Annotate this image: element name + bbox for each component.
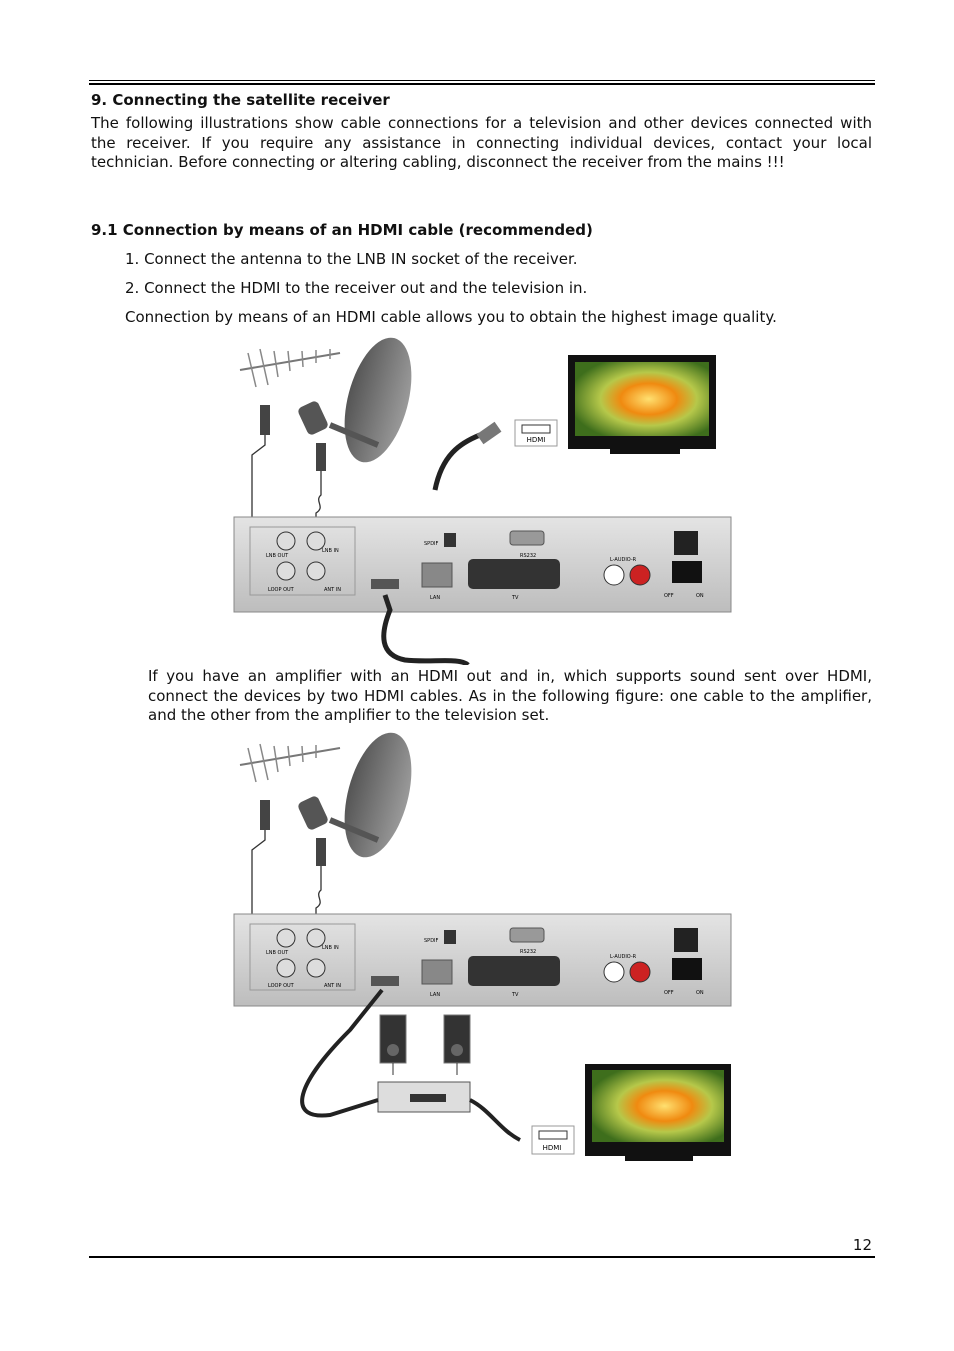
svg-text:LNB IN: LNB IN [322, 945, 339, 951]
amplifier-connection-figure: LNB OUT LNB IN LOOP OUT ANT IN SPDIF RS2… [233, 732, 732, 1161]
subsection-title: 9.1 Connection by means of an HDMI cable… [91, 221, 593, 239]
svg-text:LOOP OUT: LOOP OUT [268, 983, 295, 989]
svg-text:RS232: RS232 [520, 553, 536, 559]
svg-text:ON: ON [696, 593, 704, 599]
step-1: 1. Connect the antenna to the LNB IN soc… [125, 250, 578, 268]
amplifier-paragraph: If you have an amplifier with an HDMI ou… [148, 667, 872, 725]
hdmi-port-icon: HDMI [514, 419, 558, 447]
svg-text:L-AUDIO-R: L-AUDIO-R [610, 954, 637, 960]
svg-text:LAN: LAN [430, 992, 440, 998]
intro-paragraph: The following illustrations show cable c… [91, 114, 872, 172]
svg-text:OFF: OFF [664, 593, 674, 599]
television-icon [568, 355, 716, 454]
svg-text:ANT IN: ANT IN [324, 983, 341, 989]
hdmi-cable [300, 988, 384, 1118]
antenna-icon [239, 348, 341, 435]
amplifier-icon [377, 1063, 471, 1113]
speaker-icon [379, 1014, 471, 1064]
hdmi-cable [381, 594, 470, 665]
antenna-icon [239, 743, 341, 830]
svg-text:L-AUDIO-R: L-AUDIO-R [610, 557, 637, 563]
svg-text:SPDIF: SPDIF [424, 541, 439, 547]
header-rule [89, 80, 875, 85]
hdmi-plug-top [432, 421, 502, 491]
footer-rule [89, 1256, 875, 1258]
hdmi-label: HDMI [527, 436, 546, 444]
svg-text:LOOP OUT: LOOP OUT [268, 587, 295, 593]
receiver-back-panel: LNB OUT LNB IN LOOP OUT ANT IN SPDIF RS2… [233, 516, 732, 613]
receiver-back-panel: LNB OUT LNB IN LOOP OUT ANT IN SPDIF RS2… [233, 913, 732, 1007]
hdmi-note: Connection by means of an HDMI cable all… [125, 308, 777, 326]
svg-text:LNB OUT: LNB OUT [266, 950, 289, 956]
satellite-dish-icon [298, 337, 412, 471]
svg-text:LNB IN: LNB IN [322, 548, 339, 554]
hdmi-port-icon: HDMI [531, 1125, 575, 1155]
hdmi-cable [469, 1098, 521, 1142]
svg-text:RS232: RS232 [520, 949, 536, 955]
section-title: 9. Connecting the satellite receiver [91, 91, 390, 109]
satellite-dish-icon [298, 732, 412, 866]
svg-text:ON: ON [696, 990, 704, 996]
television-icon [585, 1064, 731, 1161]
step-2: 2. Connect the HDMI to the receiver out … [125, 279, 588, 297]
svg-text:TV: TV [511, 992, 519, 998]
page-number: 12 [852, 1236, 872, 1254]
svg-text:LNB OUT: LNB OUT [266, 553, 289, 559]
svg-text:HDMI: HDMI [543, 1144, 562, 1152]
svg-text:OFF: OFF [664, 990, 674, 996]
svg-text:ANT IN: ANT IN [324, 587, 341, 593]
svg-text:LAN: LAN [430, 595, 440, 601]
svg-text:TV: TV [511, 595, 519, 601]
svg-text:SPDIF: SPDIF [424, 938, 439, 944]
hdmi-connection-figure: HDMI LNB OUT LNB IN LOOP OUT ANT IN SPDI… [233, 337, 732, 665]
